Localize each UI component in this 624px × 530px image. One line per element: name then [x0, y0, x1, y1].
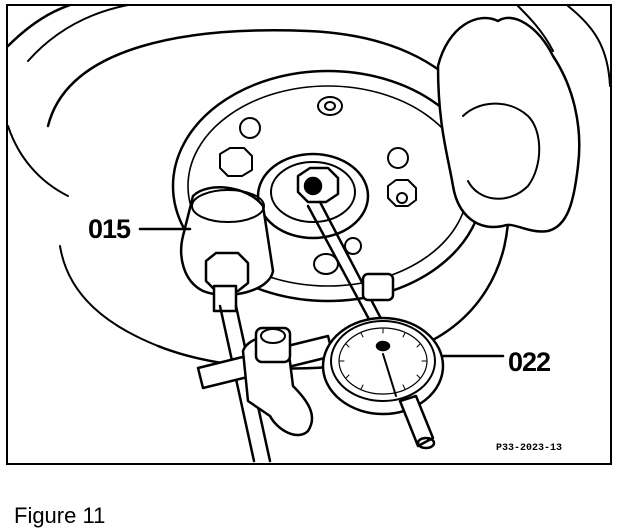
figure-caption: Figure 11 — [14, 503, 106, 528]
lug-nut-left — [219, 147, 253, 177]
technical-illustration — [8, 6, 610, 463]
tool-015-face — [191, 189, 265, 223]
caliper-mount — [517, 6, 554, 52]
housing-arc — [8, 6, 71, 48]
dial-indicator-face — [338, 327, 428, 395]
dial-indicator-body — [321, 316, 445, 416]
dial-indicator-bezel — [330, 320, 436, 402]
dial-indicator-needle — [382, 353, 397, 397]
hub-boss-inner — [270, 161, 356, 223]
reference-code: P33-2023-13 — [496, 443, 563, 454]
tool-015-nut — [204, 251, 250, 293]
callout-label-015: 015 — [88, 214, 131, 244]
lug-bolt-left-top — [239, 117, 261, 139]
lug-bolt-bottom — [344, 237, 362, 255]
tool-015-rod — [218, 304, 256, 463]
tool-015-body — [179, 186, 275, 297]
indicator-stem — [306, 204, 380, 338]
housing-left-edge — [8, 125, 69, 197]
brake-caliper — [436, 16, 581, 233]
lug-bolts — [219, 96, 417, 275]
brake-disc-rim — [59, 245, 159, 347]
caliper-detail — [462, 102, 541, 200]
dial-ticks — [339, 328, 427, 390]
lug-bolt-top — [317, 96, 343, 116]
indicator-clamp — [361, 272, 395, 302]
lug-bolt-right-top — [387, 147, 409, 169]
callout-label-022: 022 — [508, 347, 551, 377]
dial-indicator-plunger — [398, 394, 435, 448]
housing-arc-inner — [27, 6, 129, 62]
lug-nut-right — [387, 179, 417, 207]
tool-015-spindle — [212, 284, 238, 313]
figure-frame: 015 022 P33-2023-13 — [6, 4, 612, 465]
